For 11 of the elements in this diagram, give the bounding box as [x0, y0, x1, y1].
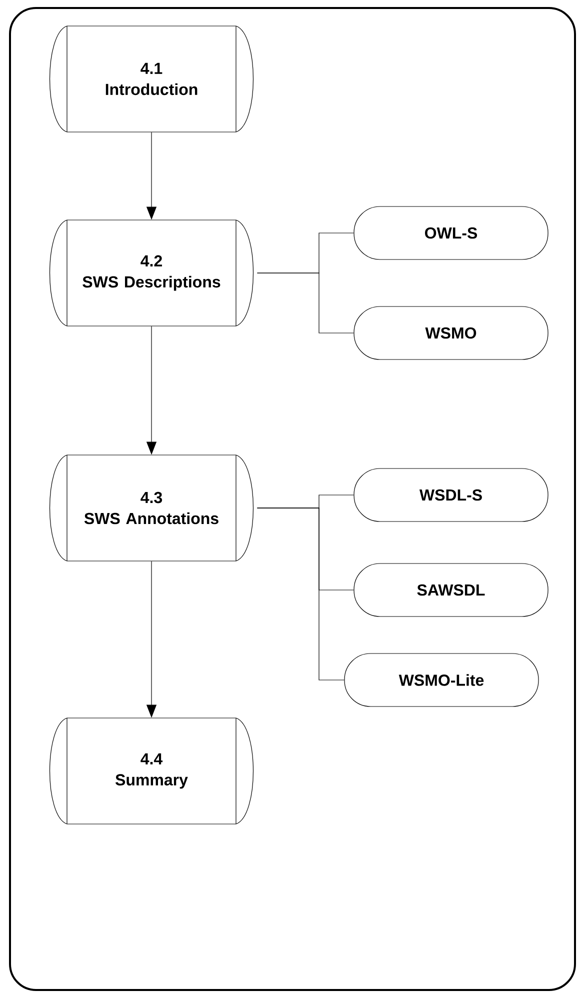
rounded-box: OWL-S	[354, 206, 548, 260]
rounded-box: SAWSDL	[354, 563, 548, 617]
rounded-box: WSMO-Lite	[344, 653, 539, 707]
rounded-box: WSDL-S	[354, 468, 548, 522]
connector-line	[256, 508, 344, 680]
process-box: 4.1 Introduction	[49, 26, 254, 132]
process-box: 4.2 SWS Descriptions	[49, 220, 254, 326]
rounded-box: WSMO	[354, 306, 548, 360]
connector-line	[256, 272, 354, 334]
process-box: 4.3 SWS Annotations	[49, 454, 254, 562]
process-box: 4.4 Summary	[49, 718, 254, 824]
